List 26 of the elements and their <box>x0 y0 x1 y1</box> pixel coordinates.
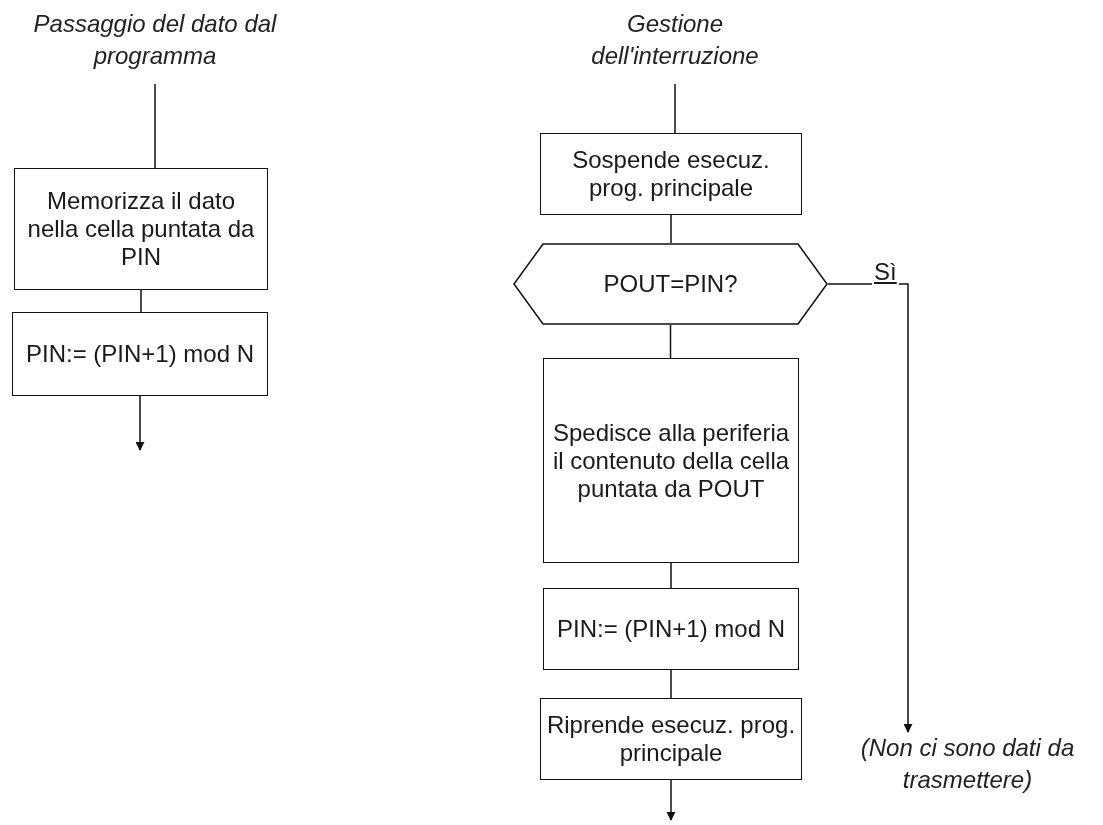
heading-text: Gestione dell'interruzione <box>545 8 805 84</box>
process-box <box>543 358 799 563</box>
arrow <box>135 395 145 451</box>
step-text: Spedisce alla periferia il contenuto della cella puntata da POUT <box>551 418 791 503</box>
heading-text: (Non ci sono dati da trasmettere) <box>832 732 1103 800</box>
step-text: PIN:= (PIN+1) mod N <box>25 340 255 368</box>
step-text: Memorizza il dato nella cella puntata da PIN <box>26 187 256 271</box>
connector-line <box>670 214 672 244</box>
connector-line <box>670 669 672 699</box>
step-text: Riprende esecuz. prog. principale <box>545 711 797 767</box>
process-box <box>12 312 268 396</box>
process-box <box>14 168 268 290</box>
arrow <box>666 779 676 821</box>
step-text: Sospende esecuz. prog. principale <box>571 146 771 202</box>
arrow <box>827 283 913 733</box>
process-box <box>540 133 802 215</box>
connector-line <box>669 324 672 359</box>
step-text: PIN:= (PIN+1) mod N <box>556 615 786 643</box>
connector-line <box>670 562 672 589</box>
process-box <box>543 588 799 670</box>
heading-text: Passaggio del dato dal programma <box>5 8 305 84</box>
connector-line <box>674 83 676 134</box>
connector-line <box>140 289 142 313</box>
condition-text: POUT=PIN? <box>603 270 738 298</box>
connector-line <box>154 83 156 169</box>
process-box <box>540 698 802 780</box>
